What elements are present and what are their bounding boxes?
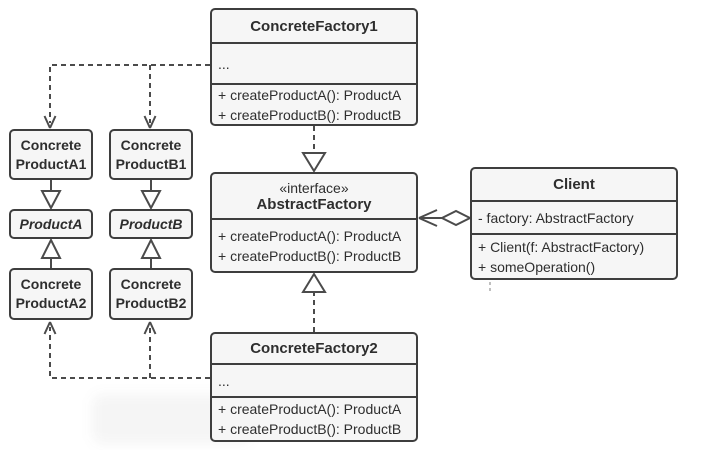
methods-compartment: + Client(f: AbstractFactory) + someOpera… (472, 233, 676, 278)
fields-compartment: ... (212, 363, 416, 396)
class-box-concrete-factory-2: ConcreteFactory2 ... + createProductA():… (210, 332, 418, 442)
field-text: - factory: AbstractFactory (478, 209, 634, 226)
class-name-line: Concrete (20, 276, 82, 292)
class-box-concrete-product-b1: Concrete ProductB1 (109, 129, 193, 180)
class-box-concrete-product-a2: Concrete ProductA2 (9, 268, 93, 320)
class-name-line: Concrete (120, 276, 182, 292)
class-name-line: ProductA2 (15, 295, 87, 311)
class-box-client: Client - factory: AbstractFactory + Clie… (470, 167, 678, 280)
field-text: ... (218, 372, 230, 389)
class-name: ProductB (119, 215, 183, 232)
dependency-arrow-factory2-productB2 (143, 321, 157, 378)
method-text: + createProductB(): ProductB (218, 106, 402, 123)
aggregation-arrow-client-abstractfactory (418, 209, 473, 227)
stereotype-label: «interface» (279, 179, 349, 196)
class-name: AbstractFactory (256, 195, 372, 213)
method-text: + createProductA(): ProductA (218, 401, 402, 417)
class-title: ConcreteFactory1 (250, 17, 378, 35)
class-name-line: ProductA1 (15, 155, 87, 172)
method-text: + Client(f: AbstractFactory) (478, 238, 645, 255)
class-title: Client (553, 176, 595, 193)
fields-compartment: - factory: AbstractFactory (472, 200, 676, 233)
class-name-line: Concrete (20, 136, 82, 153)
class-name-line: ProductB1 (115, 155, 187, 172)
method-text: + createProductB(): ProductB (218, 421, 402, 437)
class-box-concrete-product-b2: Concrete ProductB2 (109, 268, 193, 320)
realization-arrow-factory2-abstractfactory (301, 272, 327, 332)
methods-compartment: + createProductA(): ProductA + createPro… (212, 83, 416, 124)
fields-compartment: ... (212, 42, 416, 83)
class-name-line: ProductB2 (115, 295, 187, 311)
realization-arrow-productB2-productB (140, 237, 162, 268)
method-text: + createProductA(): ProductA (218, 227, 402, 244)
class-box-concrete-factory-1: ConcreteFactory1 ... + createProductA():… (210, 8, 418, 126)
class-box-product-a: ProductA (9, 209, 93, 239)
method-text: + createProductA(): ProductA (218, 86, 402, 103)
realization-arrow-productA1-productA (40, 180, 62, 211)
class-title: ConcreteFactory2 (250, 340, 378, 357)
methods-compartment: + createProductA(): ProductA + createPro… (212, 396, 416, 440)
realization-arrow-productA2-productA (40, 237, 62, 268)
field-text: ... (218, 55, 230, 72)
class-name: ProductA (19, 215, 83, 232)
dependency-arrow-factory1-productA1 (43, 64, 210, 129)
dependency-arrow-factory2-productA2 (43, 321, 210, 379)
realization-arrow-factory1-abstractfactory (301, 126, 327, 173)
realization-arrow-productB1-productB (140, 180, 162, 211)
method-text: + createProductB(): ProductB (218, 247, 402, 264)
method-text: + someOperation() (478, 258, 596, 275)
class-box-product-b: ProductB (109, 209, 193, 239)
class-title: «interface» AbstractFactory (212, 174, 416, 218)
class-box-abstract-factory: «interface» AbstractFactory + createProd… (210, 172, 418, 273)
methods-compartment: + createProductA(): ProductA + createPro… (212, 218, 416, 271)
dependency-arrow-factory1-productB1 (143, 65, 157, 129)
class-name-line: Concrete (120, 136, 182, 153)
class-box-concrete-product-a1: Concrete ProductA1 (9, 129, 93, 180)
